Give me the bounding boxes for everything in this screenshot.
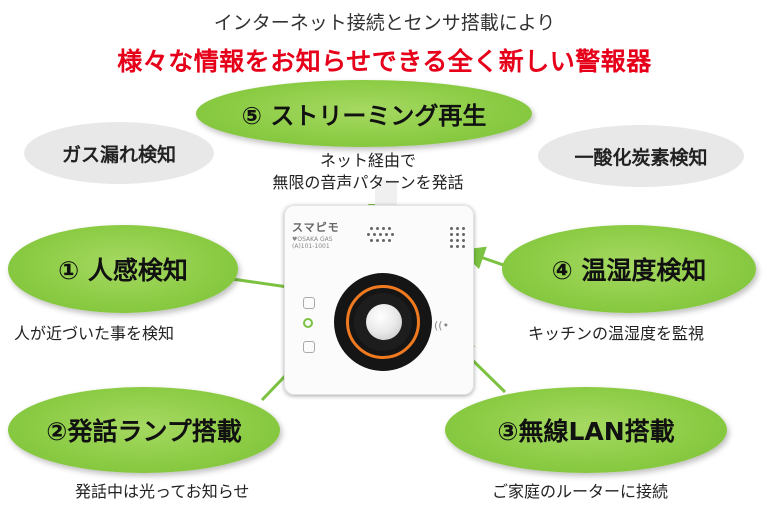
feature-wireless-lan: ③無線LAN搭載 <box>445 387 727 473</box>
device-maker: ♥OSAKA GAS <box>292 236 333 243</box>
device-mount <box>375 180 397 210</box>
feature-speech-lamp: ②発話ランプ搭載 <box>8 387 280 473</box>
status-icon-bottom <box>303 341 315 353</box>
device-model: (A)101-1001 <box>292 243 330 250</box>
streaming-caption-line1: ネット経由で <box>319 151 416 170</box>
status-icon-top <box>303 297 315 309</box>
device-brand: スマピモ ♥OSAKA GAS (A)101-1001 <box>292 219 352 250</box>
wireless-lan-caption: ご家庭のルーターに接続 <box>492 482 669 501</box>
feature-co-detect: 一酸化炭素検知 <box>538 125 744 187</box>
motion-caption: 人が近づいた事を検知 <box>14 324 175 343</box>
headline: 様々な情報をお知らせできる全く新しい警報器 <box>117 47 652 76</box>
motion-sensor-dome <box>366 304 402 340</box>
temp-humidity-caption: キッチンの温湿度を監視 <box>528 324 705 343</box>
device-logo: スマピモ <box>292 221 340 234</box>
speech-lamp-icon <box>303 318 313 328</box>
wifi-icon: ((• <box>434 319 450 332</box>
subtitle: インターネット接続とセンサ搭載により <box>213 12 556 34</box>
feature-streaming: ⑤ ストリーミング再生 <box>196 80 532 147</box>
feature-motion: ① 人感検知 <box>8 225 238 313</box>
speech-lamp-caption: 発話中は光ってお知らせ <box>75 482 250 501</box>
streaming-caption-line2: 無限の音声パターンを発話 <box>272 173 464 192</box>
feature-gas-leak: ガス漏れ検知 <box>24 122 214 184</box>
alarm-device: スマピモ ♥OSAKA GAS (A)101-1001 ((• <box>284 205 474 395</box>
sensor-ring-light <box>346 285 420 359</box>
streaming-caption: ネット経由で 無限の音声パターンを発話 <box>250 150 486 194</box>
feature-temp-humidity: ④ 温湿度検知 <box>502 225 756 313</box>
